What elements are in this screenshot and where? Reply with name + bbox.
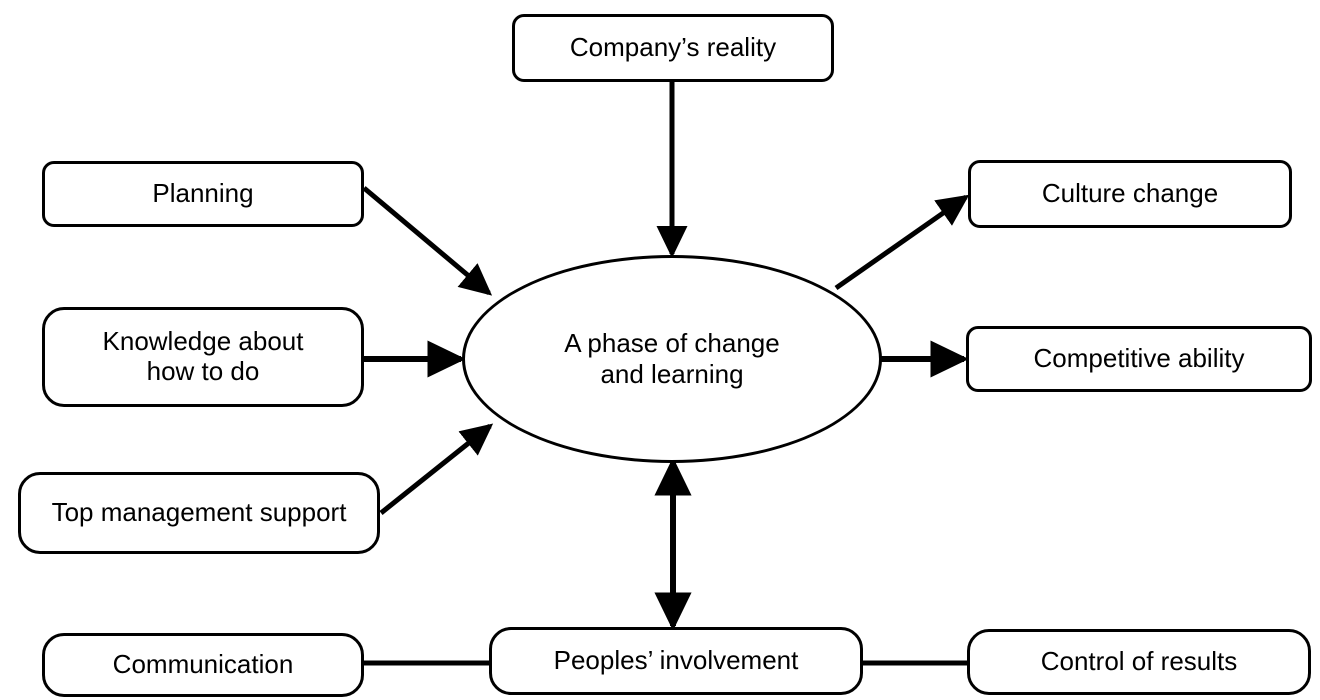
node-control-of-results[interactable]: Control of results (967, 629, 1311, 695)
node-top-management-support-label: Top management support (51, 497, 347, 528)
node-knowledge-about-how-to-do[interactable]: Knowledge about how to do (42, 307, 364, 407)
node-center-label: A phase of change and learning (564, 327, 780, 389)
node-peoples-involvement-label: Peoples’ involvement (553, 645, 799, 676)
edge-center-to-culture-change (834, 194, 970, 291)
edge-planning-to-center (362, 186, 493, 296)
edge-top-management-to-center (379, 423, 494, 515)
node-communication-label: Communication (112, 649, 294, 680)
node-companys-reality[interactable]: Company’s reality (512, 14, 834, 82)
node-culture-change-label: Culture change (1041, 178, 1219, 209)
node-top-management-support[interactable]: Top management support (18, 472, 380, 554)
node-communication[interactable]: Communication (42, 633, 364, 697)
node-control-of-results-label: Control of results (1040, 646, 1238, 677)
node-peoples-involvement[interactable]: Peoples’ involvement (489, 627, 863, 695)
node-companys-reality-label: Company’s reality (569, 32, 777, 63)
node-knowledge-about-label: Knowledge about how to do (102, 326, 304, 386)
node-competitive-ability[interactable]: Competitive ability (966, 326, 1312, 392)
node-planning-label: Planning (152, 178, 254, 209)
node-culture-change[interactable]: Culture change (968, 160, 1292, 228)
node-center-phase-of-change[interactable]: A phase of change and learning (462, 255, 882, 463)
node-competitive-ability-label: Competitive ability (1033, 343, 1245, 374)
node-planning[interactable]: Planning (42, 161, 364, 227)
